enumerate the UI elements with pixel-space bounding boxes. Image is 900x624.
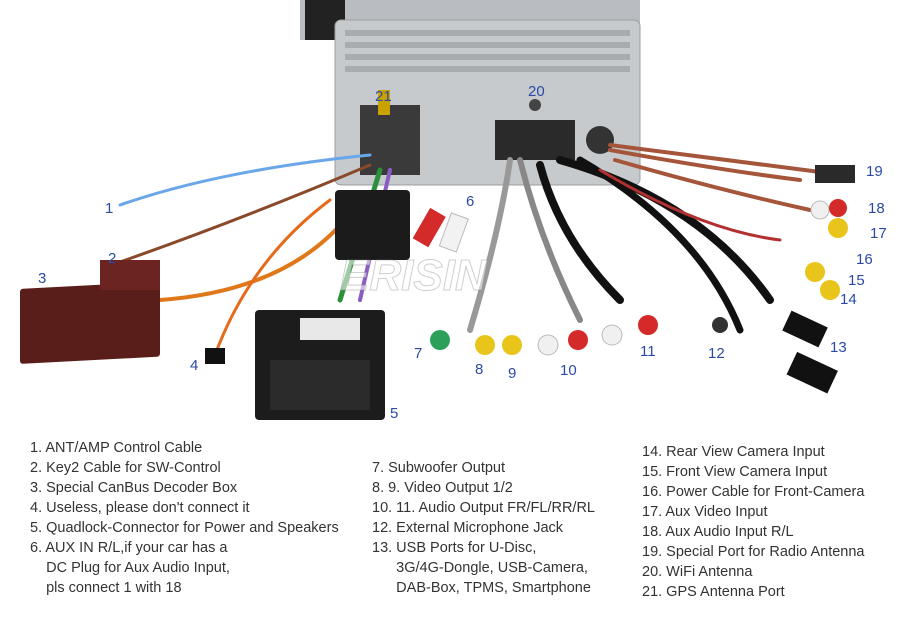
- callout-9: 9: [508, 365, 516, 382]
- legend-item: DC Plug for Aux Audio Input,: [30, 560, 230, 576]
- legend-column-1: 1. ANT/AMP Control Cable 2. Key2 Cable f…: [30, 438, 339, 598]
- legend-item: 1. ANT/AMP Control Cable: [30, 440, 203, 456]
- callout-5: 5: [390, 405, 398, 422]
- legend-column-3: 14. Rear View Camera Input 15. Front Vie…: [642, 442, 864, 602]
- legend-item: 6. AUX IN R/L,if your car has a: [30, 540, 228, 556]
- legend-item: 3G/4G-Dongle, USB-Camera,: [372, 560, 588, 576]
- legend-item: 5. Quadlock-Connector for Power and Spea…: [30, 520, 339, 536]
- callout-20: 20: [528, 83, 545, 100]
- legend-item: 12. External Microphone Jack: [372, 520, 564, 536]
- callout-14: 14: [840, 291, 857, 308]
- callouts: 1 2 3 4 5 6 7 8 9 10 11 12 13 14 15 16 1…: [38, 83, 887, 422]
- callout-21: 21: [375, 88, 392, 105]
- callout-18: 18: [868, 200, 885, 217]
- head-unit: [300, 0, 641, 186]
- legend-item: pls connect 1 with 18: [30, 580, 182, 596]
- legend-item: 20. WiFi Antenna: [642, 564, 753, 580]
- callout-4: 4: [190, 357, 198, 374]
- wiring-diagram: ERISIN 1 2 3 4 5 6 7 8 9 10 11 12 13 14 …: [20, 0, 887, 422]
- legend-column-2: 7. Subwoofer Output 8. 9. Video Output 1…: [372, 458, 595, 598]
- legend-item: 7. Subwoofer Output: [372, 460, 505, 476]
- wires: [118, 143, 822, 357]
- rca-connectors: [412, 165, 855, 394]
- useless-connector: [205, 348, 225, 364]
- callout-13: 13: [830, 339, 847, 356]
- canbus-decoder-box: [20, 260, 160, 364]
- callout-6: 6: [466, 193, 474, 210]
- legend-item: 3. Special CanBus Decoder Box: [30, 480, 238, 496]
- legend-item: DAB-Box, TPMS, Smartphone: [372, 580, 591, 596]
- watermark: ERISIN: [340, 251, 488, 300]
- callout-12: 12: [708, 345, 725, 362]
- legend-item: 2. Key2 Cable for SW-Control: [30, 460, 221, 476]
- callout-19: 19: [866, 163, 883, 180]
- legend-item: 13. USB Ports for U-Disc,: [372, 540, 537, 556]
- callout-16: 16: [856, 251, 873, 268]
- callout-15: 15: [848, 272, 865, 289]
- legend-item: 14. Rear View Camera Input: [642, 444, 825, 460]
- legend-item: 17. Aux Video Input: [642, 504, 768, 520]
- legend-item: 16. Power Cable for Front-Camera: [642, 484, 865, 500]
- callout-8: 8: [475, 361, 483, 378]
- callout-11: 11: [640, 343, 656, 360]
- callout-10: 10: [560, 362, 577, 379]
- quadlock-connector: [255, 190, 410, 420]
- callout-17: 17: [870, 225, 887, 242]
- legend-item: 8. 9. Video Output 1/2: [372, 480, 513, 496]
- legend-item: 19. Special Port for Radio Antenna: [642, 544, 865, 560]
- legend-item: 18. Aux Audio Input R/L: [642, 524, 794, 540]
- callout-2: 2: [108, 250, 116, 267]
- callout-7: 7: [414, 345, 422, 362]
- callout-3: 3: [38, 270, 46, 287]
- legend-item: 4. Useless, please don't connect it: [30, 500, 250, 516]
- legend-item: 10. 11. Audio Output FR/FL/RR/RL: [372, 500, 595, 516]
- callout-1: 1: [105, 200, 113, 217]
- legend-item: 21. GPS Antenna Port: [642, 584, 785, 600]
- legend-item: 15. Front View Camera Input: [642, 464, 828, 480]
